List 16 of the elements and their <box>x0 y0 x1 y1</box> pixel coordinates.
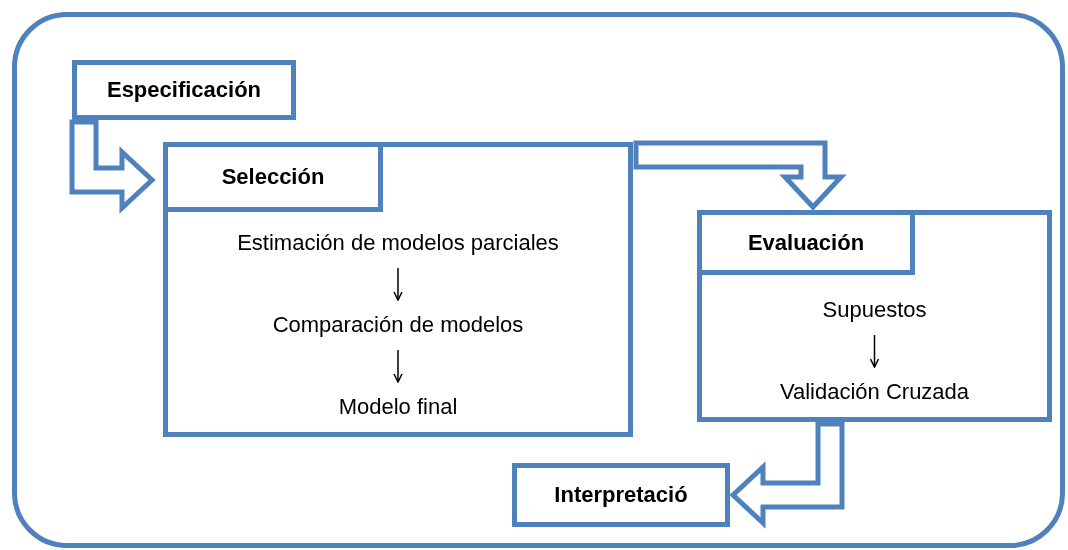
step-text: Supuestos <box>702 295 1047 325</box>
arrow <box>393 267 403 301</box>
stage-panel <box>697 210 1052 422</box>
block-arrow <box>69 119 156 214</box>
stage-title-box: Interpretació <box>512 463 730 527</box>
step-text: Estimación de modelos parciales <box>168 228 628 258</box>
step-text: Modelo final <box>168 392 628 422</box>
block-arrow <box>633 140 847 211</box>
step-text: Comparación de modelos <box>168 310 628 340</box>
rounded-frame <box>12 12 1065 548</box>
stage-title-box: Especificación <box>72 60 296 120</box>
arrow <box>393 349 403 383</box>
stage-panel <box>163 142 633 437</box>
block-arrow <box>729 421 845 529</box>
step-text: Validación Cruzada <box>702 377 1047 407</box>
arrow <box>869 334 880 368</box>
